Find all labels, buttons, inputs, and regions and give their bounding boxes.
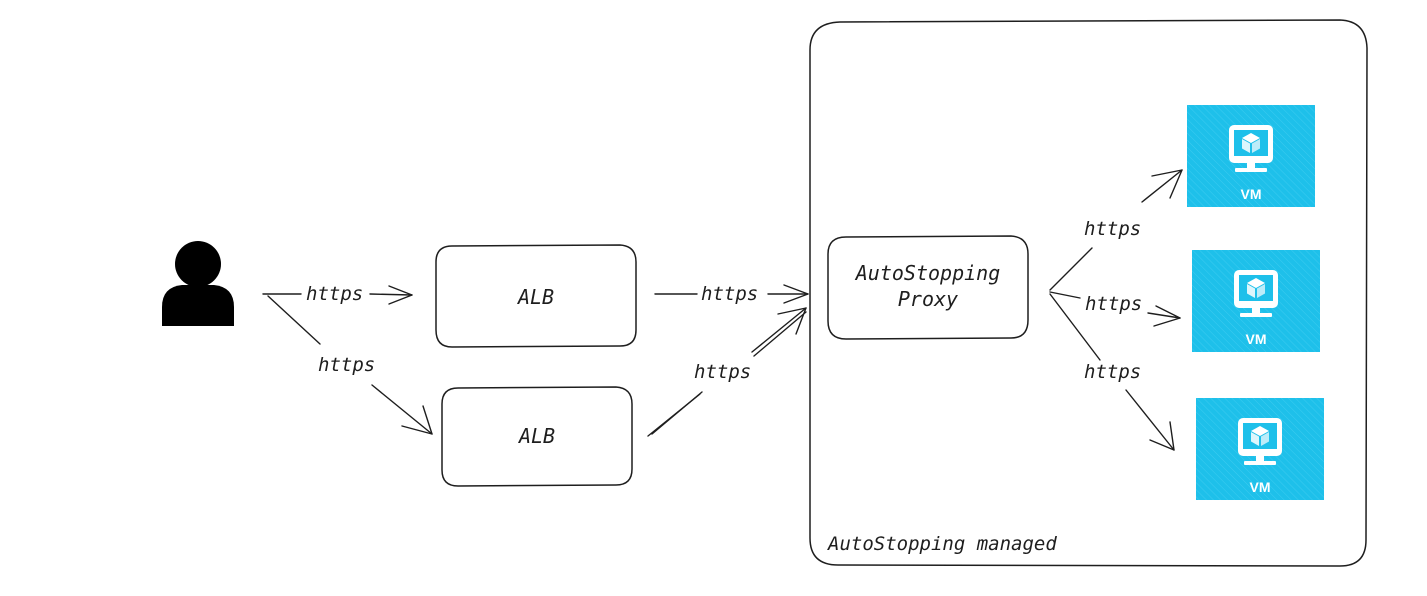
alb-bottom-label: ALB [517,424,555,448]
vm-node-3[interactable]: VM [1196,398,1324,500]
vm-node-2[interactable]: VM [1192,250,1320,352]
proxy-label-line1: AutoStopping [854,261,1001,285]
arrow-user-to-alb-bottom [267,295,433,435]
vm-label-1: VM [1241,186,1262,202]
label-proxy-to-vm-1: https [1084,218,1141,240]
vm-label-3: VM [1250,479,1271,495]
arrow-alb-bottom-to-proxy [647,307,807,437]
monitor-cube-icon [1229,125,1273,172]
arrow-user-to-alb-top [262,285,413,305]
managed-group-label: AutoStopping managed [827,533,1057,555]
monitor-cube-icon [1238,418,1282,465]
vm-node-1[interactable]: VM [1187,105,1315,207]
label-user-to-alb-bottom: https [318,354,375,376]
monitor-cube-icon [1234,270,1278,317]
alb-top-node[interactable]: ALB [435,244,637,348]
label-proxy-to-vm-2: https [1085,293,1142,315]
label-alb-top-to-proxy: https [701,283,758,305]
alb-top-label: ALB [516,285,554,309]
autostopping-proxy-node[interactable]: AutoStopping Proxy [827,235,1029,340]
label-user-to-alb-top: https [306,283,363,305]
arrow-proxy-to-vm-3 [1049,293,1175,451]
proxy-label-line2: Proxy [898,287,958,311]
autostopping-managed-group: AutoStopping managed [809,19,1368,567]
alb-bottom-node[interactable]: ALB [441,386,633,487]
arrow-proxy-to-vm-2 [1049,291,1181,327]
arrow-proxy-to-vm-1 [1049,169,1183,291]
arrow-alb-top-to-proxy [654,284,809,304]
vm-label-2: VM [1246,331,1267,347]
user-icon [162,241,234,326]
label-alb-bottom-to-proxy: https [694,361,751,383]
label-proxy-to-vm-3: https [1084,361,1141,383]
